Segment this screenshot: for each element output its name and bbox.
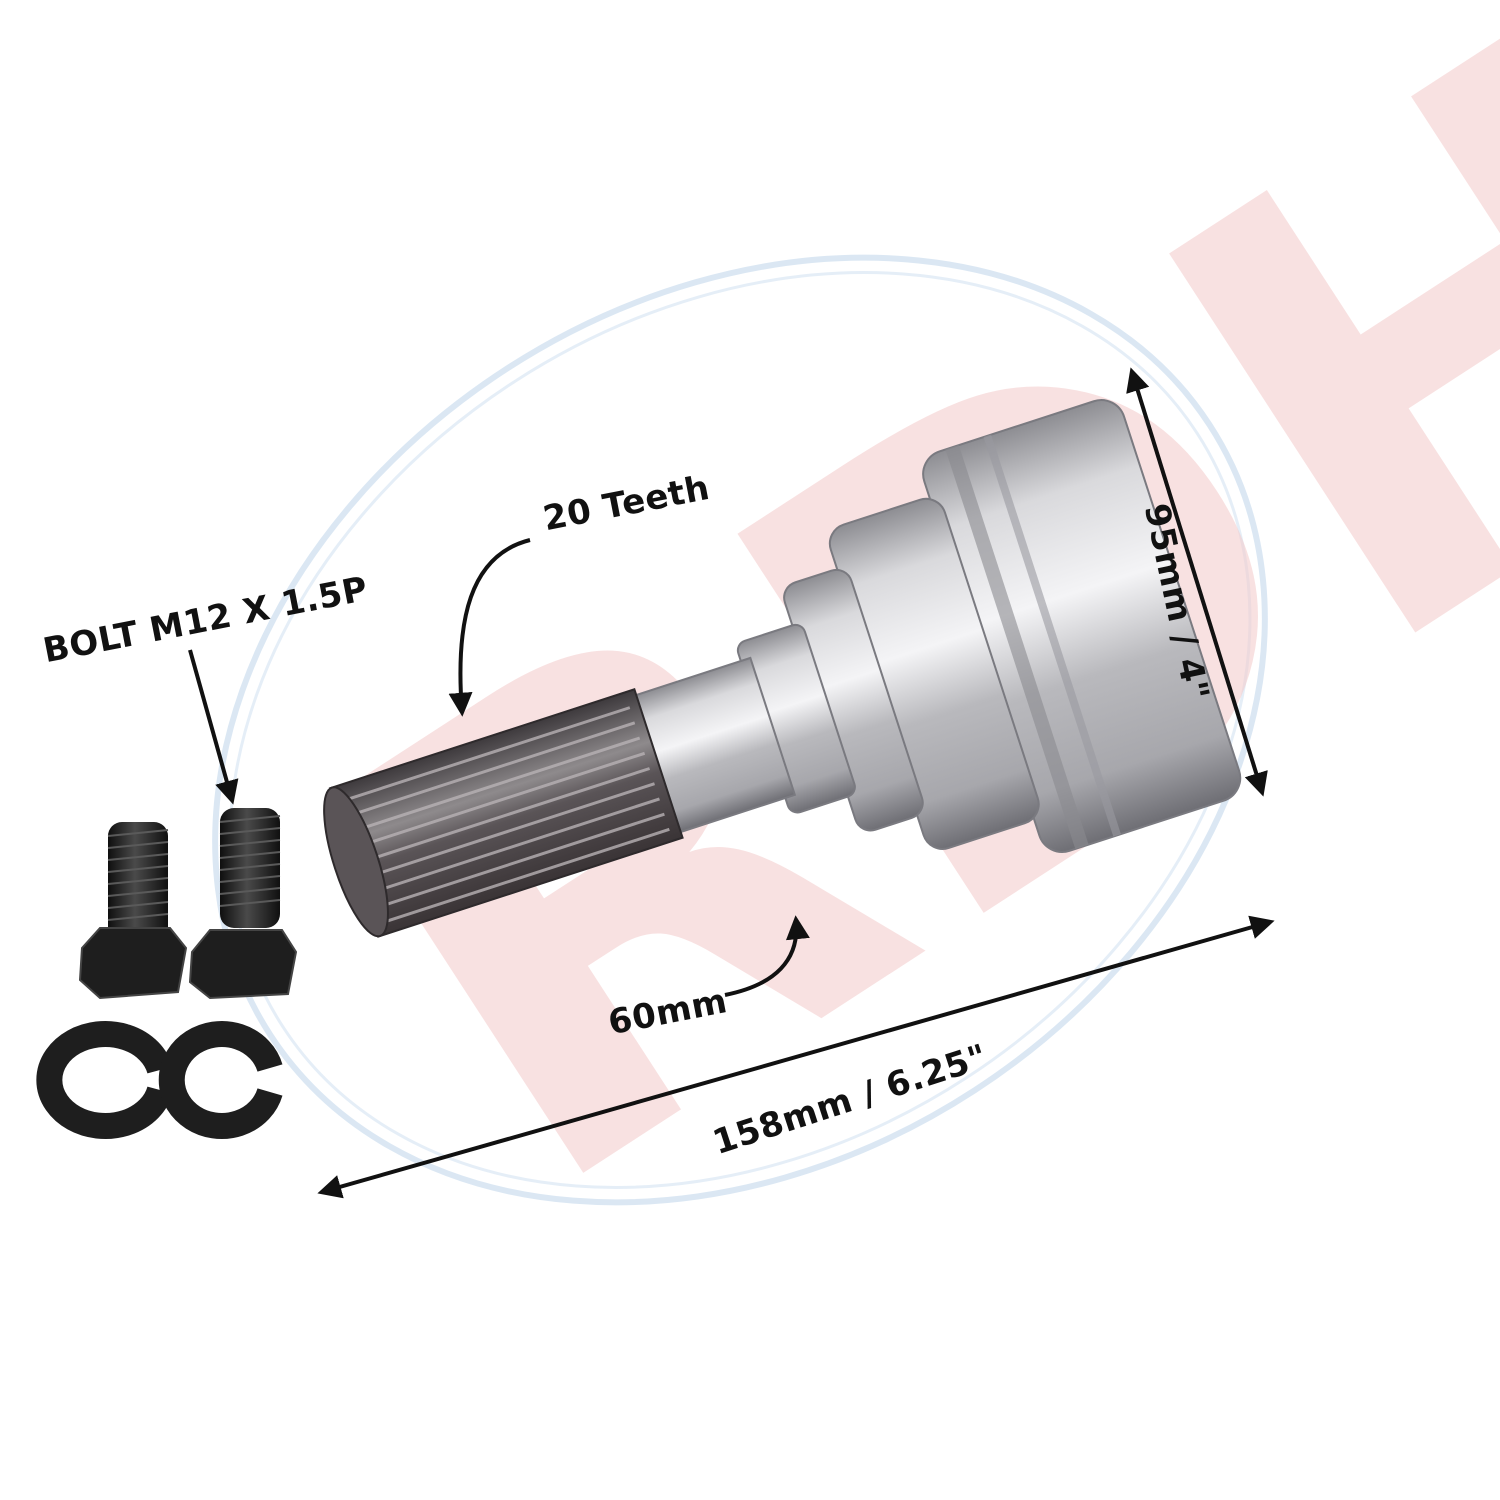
bolt-right	[188, 808, 298, 1000]
teeth-pointer-arrow	[448, 538, 531, 717]
bolt-left	[78, 822, 188, 1000]
lock-washer-right	[158, 1021, 283, 1139]
total-length-arrow	[317, 915, 1275, 1199]
dimension-arrows	[188, 367, 1275, 1199]
lock-washer-left	[36, 1021, 173, 1139]
bolt-pointer-arrow	[188, 649, 239, 805]
diameter-arrow	[1126, 367, 1268, 797]
